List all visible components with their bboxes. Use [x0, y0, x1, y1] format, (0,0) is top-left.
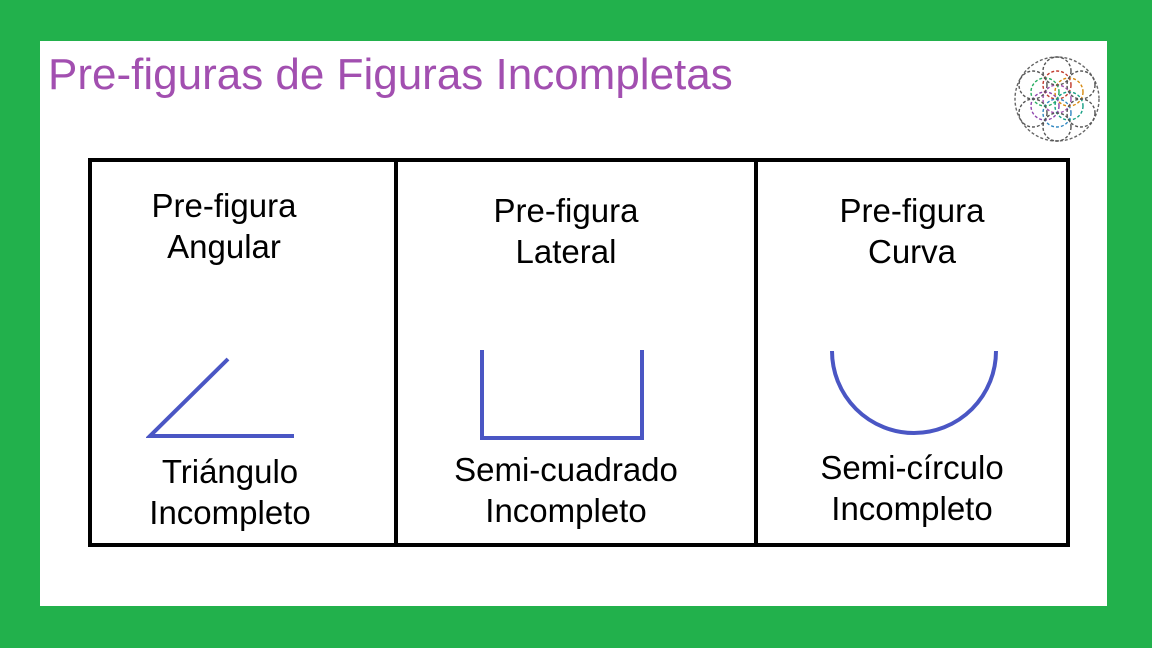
slide: Pre-figuras de Figuras Incompletas Pre-f… — [40, 41, 1107, 606]
column-divider — [754, 162, 758, 543]
column-divider — [394, 162, 398, 543]
heading-line: Pre-figura — [493, 192, 639, 229]
column-caption: Semi-círculo Incompleto — [758, 447, 1066, 529]
flower-of-life-icon — [1014, 56, 1100, 142]
incomplete-triangle-icon — [146, 357, 294, 438]
incomplete-square-icon — [480, 350, 644, 440]
column-heading: Pre-figura Angular — [92, 185, 356, 267]
heading-line: Pre-figura — [839, 192, 985, 229]
caption-line: Incompleto — [485, 492, 647, 529]
heading-line: Pre-figura — [151, 187, 297, 224]
caption-line: Triángulo — [161, 453, 299, 490]
semicircle-icon — [830, 350, 998, 435]
caption-line: Semi-cuadrado — [454, 451, 678, 488]
column-heading: Pre-figura Curva — [758, 190, 1066, 272]
caption-line: Incompleto — [831, 490, 993, 527]
caption-line: Semi-círculo — [820, 449, 1004, 486]
caption-line: Incompleto — [149, 494, 311, 531]
heading-line: Lateral — [515, 233, 617, 270]
page-title: Pre-figuras de Figuras Incompletas — [48, 50, 733, 99]
heading-line: Angular — [167, 228, 281, 265]
heading-line: Curva — [867, 233, 957, 270]
column-caption: Triángulo Incompleto — [92, 451, 368, 533]
column-heading: Pre-figura Lateral — [398, 190, 734, 272]
prefigure-table: Pre-figura Angular Triángulo Incompleto … — [88, 158, 1070, 547]
column-caption: Semi-cuadrado Incompleto — [398, 449, 734, 531]
